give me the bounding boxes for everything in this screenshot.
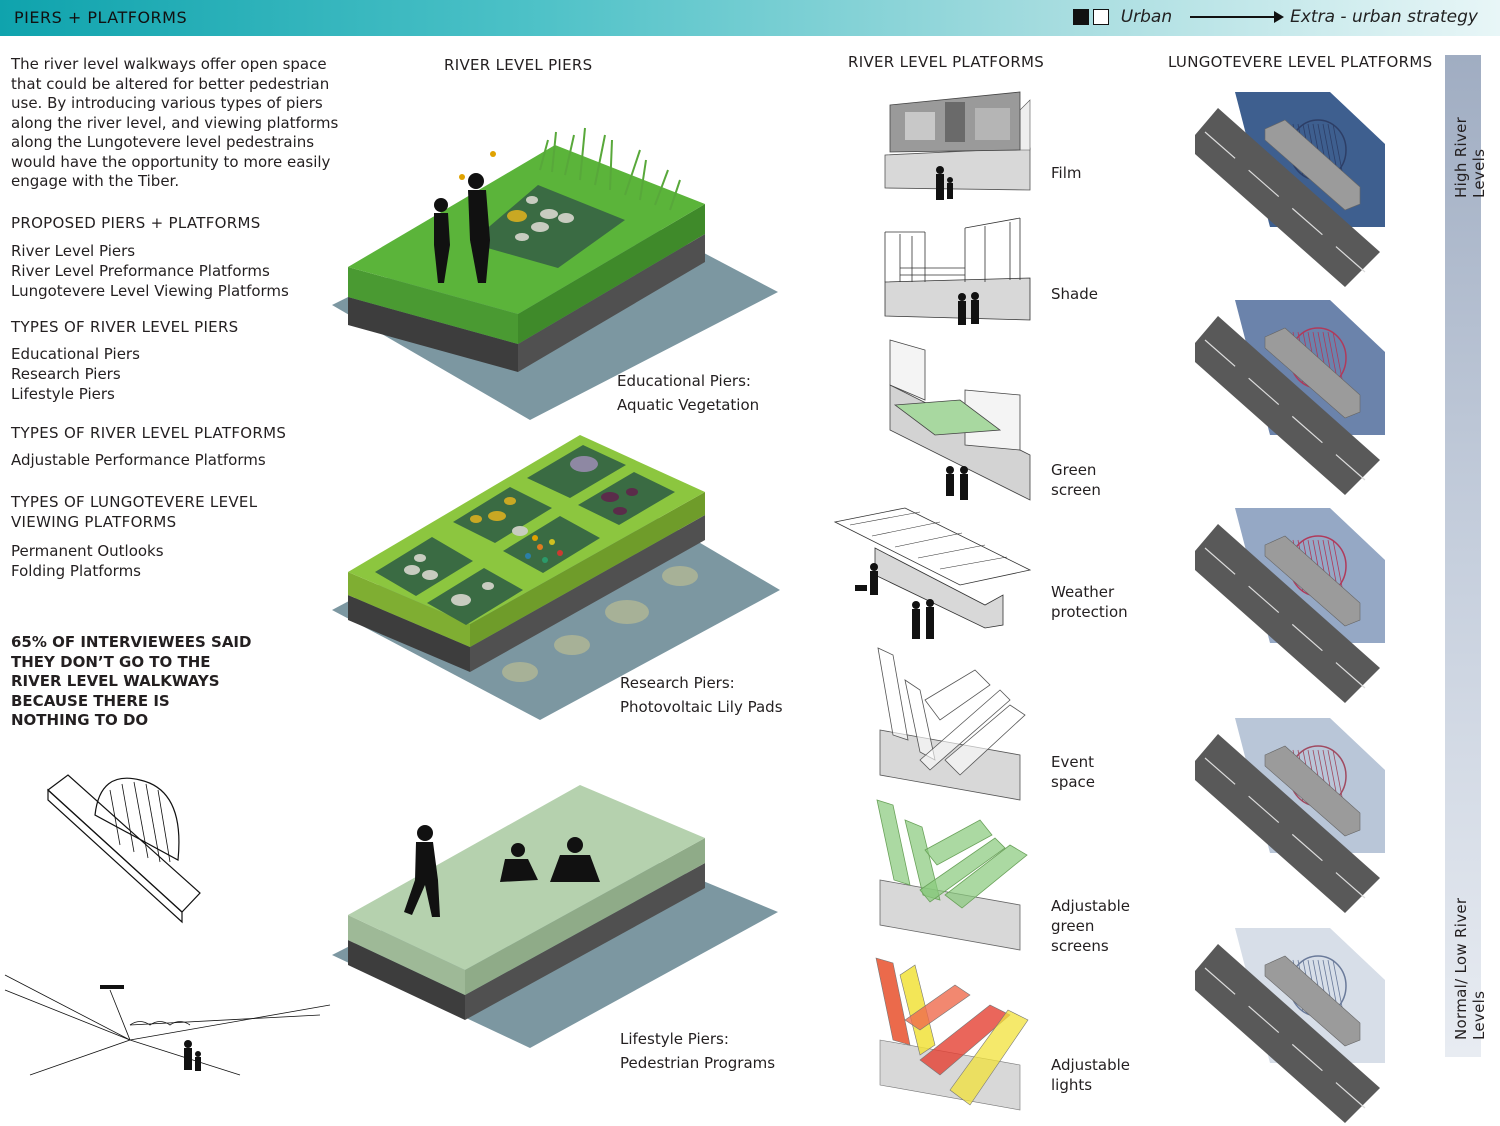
outlook-parapet bbox=[1264, 119, 1361, 211]
page-title: PIERS + PLATFORMS bbox=[14, 8, 188, 27]
list-item: Folding Platforms bbox=[11, 562, 141, 580]
list-item: River Level Preformance Platforms bbox=[11, 262, 270, 280]
col-heading-lungotevere: LUNGOTEVERE LEVEL PLATFORMS bbox=[1168, 53, 1433, 71]
lungotevere-platforms bbox=[1195, 92, 1385, 1123]
intro-paragraph: The river level walkways offer open spac… bbox=[11, 55, 339, 190]
road-surface bbox=[1195, 316, 1380, 495]
pier-label-educational: Educational Piers:Aquatic Vegetation bbox=[617, 372, 760, 414]
urban-black-square-icon bbox=[1072, 9, 1089, 25]
lungotevere-platform-2 bbox=[1195, 300, 1385, 495]
list-item: Adjustable Performance Platforms bbox=[11, 451, 266, 469]
lungotevere-platform-3 bbox=[1195, 508, 1385, 703]
platform-weather bbox=[833, 507, 1032, 639]
pier-label-lifestyle: Lifestyle Piers:Pedestrian Programs bbox=[620, 1030, 776, 1072]
educational-pier bbox=[332, 127, 778, 420]
road-surface bbox=[1195, 108, 1380, 287]
piers-list: Educational Piers Research Piers Lifesty… bbox=[11, 344, 140, 404]
lungotevere-platform-4 bbox=[1195, 718, 1385, 913]
outlook-parapet bbox=[1264, 745, 1361, 837]
lane-marking bbox=[1204, 757, 1366, 899]
outlook-rib bbox=[1332, 123, 1344, 177]
lane-marking bbox=[1204, 339, 1366, 481]
proposed-heading: PROPOSED PIERS + PLATFORMS bbox=[11, 214, 261, 232]
outlook-sketch bbox=[47, 774, 201, 924]
legend-urban: Urban bbox=[1120, 7, 1173, 27]
list-item: Research Piers bbox=[11, 365, 121, 383]
lifestyle-pier bbox=[332, 785, 778, 1048]
outlook-parapet bbox=[1264, 955, 1361, 1047]
outlook-parapet bbox=[1264, 535, 1361, 627]
platform-adj-lights bbox=[875, 957, 1029, 1111]
proposed-list: River Level Piers River Level Preformanc… bbox=[11, 241, 289, 301]
lane-marking bbox=[1204, 547, 1366, 689]
list-item: Educational Piers bbox=[11, 345, 140, 363]
pier-label-research: Research Piers:Photovoltaic Lily Pads bbox=[620, 674, 783, 716]
platform-adj-green bbox=[876, 799, 1028, 951]
platform-label-shade: Shade bbox=[1051, 285, 1098, 303]
stat-line: 65% OF INTERVIEWEES SAID bbox=[11, 633, 252, 651]
right-arrow-icon bbox=[1190, 11, 1285, 23]
platform-shade bbox=[884, 217, 1031, 321]
outlook-parapet bbox=[1264, 327, 1361, 419]
stat-line: NOTHING TO DO bbox=[11, 711, 149, 729]
list-item: Permanent Outlooks bbox=[11, 542, 164, 560]
stat-line: BECAUSE THERE IS bbox=[11, 691, 170, 710]
viewing-list: Permanent Outlooks Folding Platforms bbox=[11, 541, 164, 581]
road-surface bbox=[1195, 734, 1380, 913]
outlook-rib bbox=[1332, 539, 1344, 593]
outlook-rib bbox=[1332, 959, 1344, 1013]
platform-green-screen bbox=[889, 339, 1031, 501]
lungotevere-platform-1 bbox=[1195, 92, 1385, 287]
outlook-rib bbox=[1332, 749, 1344, 803]
col-heading-piers: RIVER LEVEL PIERS bbox=[444, 56, 593, 74]
lane-marking bbox=[1204, 967, 1366, 1109]
list-item: Lungotevere Level Viewing Platforms bbox=[11, 282, 289, 300]
interview-statistic: 65% OF INTERVIEWEES SAID THEY DON’T GO T… bbox=[11, 633, 271, 731]
viewing-heading-1: TYPES OF LUNGOTEVERE LEVEL bbox=[11, 493, 258, 511]
list-item: Lifestyle Piers bbox=[11, 385, 115, 403]
legend: Urban Extra - urban strategy bbox=[1072, 5, 1478, 29]
walkway-sketch bbox=[4, 974, 331, 1076]
road-surface bbox=[1195, 944, 1380, 1123]
urban-white-square-icon bbox=[1092, 9, 1109, 25]
walkway-sketch-figures bbox=[100, 985, 201, 1071]
viewing-heading-2: VIEWING PLATFORMS bbox=[11, 513, 177, 531]
legend-strategy: Extra - urban strategy bbox=[1290, 7, 1478, 27]
research-pier bbox=[332, 435, 780, 720]
lungotevere-platform-5 bbox=[1195, 928, 1385, 1123]
lane-marking bbox=[1204, 131, 1366, 273]
header-bar: PIERS + PLATFORMS Urban Extra - urban st… bbox=[0, 0, 1500, 36]
platforms-heading: TYPES OF RIVER LEVEL PLATFORMS bbox=[11, 424, 287, 442]
platform-label-film: Film bbox=[1051, 164, 1082, 182]
river-level-scale bbox=[1445, 55, 1481, 1057]
platform-event bbox=[877, 647, 1026, 801]
platforms-list: Adjustable Performance Platforms bbox=[11, 450, 266, 470]
col-heading-platforms: RIVER LEVEL PLATFORMS bbox=[848, 53, 1045, 71]
road-surface bbox=[1195, 524, 1380, 703]
platform-film bbox=[884, 91, 1031, 200]
stat-line: THEY DON’T GO TO THE bbox=[11, 652, 211, 671]
list-item: River Level Piers bbox=[11, 242, 136, 260]
stat-line: RIVER LEVEL WALKWAYS bbox=[11, 672, 220, 690]
outlook-rib bbox=[1332, 331, 1344, 385]
piers-heading: TYPES OF RIVER LEVEL PIERS bbox=[11, 318, 239, 336]
